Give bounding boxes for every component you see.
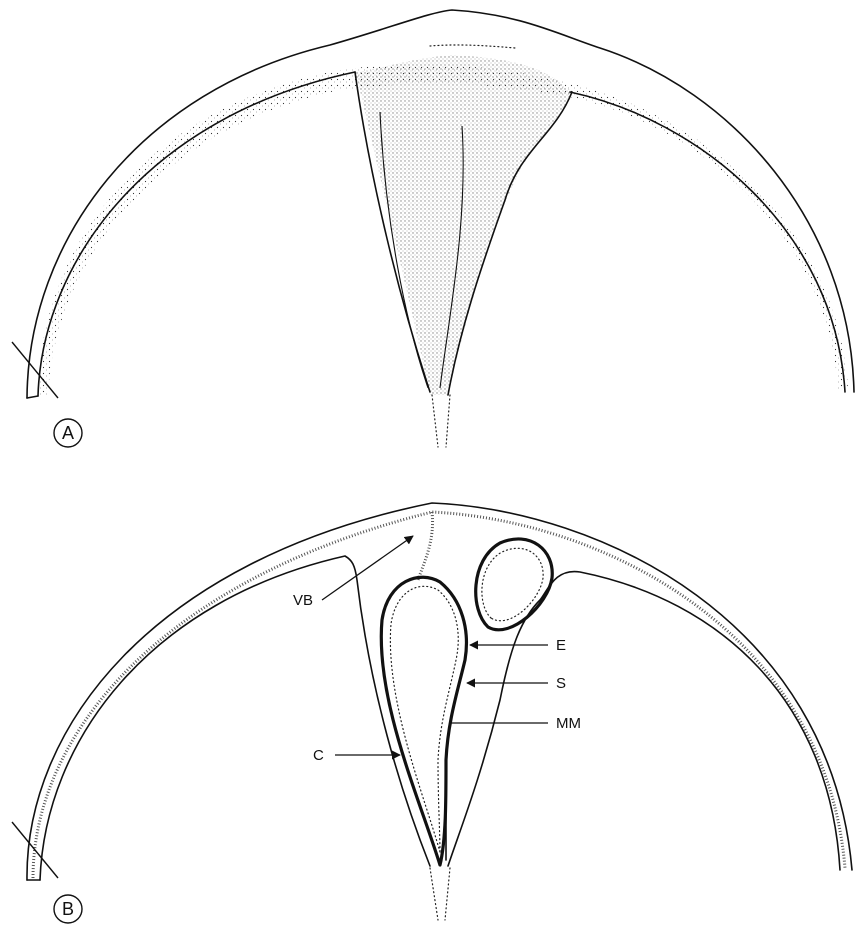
panel-a-wall-end bbox=[27, 396, 38, 398]
panel-a-label: A bbox=[54, 419, 82, 447]
panel-b-wall-inner-left bbox=[40, 556, 430, 880]
panel-b-drawing bbox=[12, 503, 852, 920]
label-vb: VB bbox=[293, 592, 313, 609]
label-mm: MM bbox=[556, 715, 581, 732]
panel-b-annotations: VB E S MM C bbox=[293, 536, 581, 764]
panel-a-dotted-tip-right bbox=[446, 395, 450, 447]
panel-b-label-text: B bbox=[62, 899, 74, 919]
panel-a-label-text: A bbox=[62, 423, 74, 443]
label-c: C bbox=[313, 747, 324, 764]
panel-a-drawing bbox=[12, 10, 854, 447]
panel-b-wall-inner-right bbox=[448, 572, 840, 870]
panel-b-cut-mark bbox=[12, 822, 58, 878]
panel-a-dotted-tip-left bbox=[432, 395, 438, 447]
panel-a-wall-inner-right bbox=[570, 92, 845, 392]
leader-vb bbox=[322, 536, 413, 600]
panel-b-small-sac bbox=[476, 539, 553, 630]
panel-b-large-sac bbox=[381, 577, 466, 865]
label-e: E bbox=[556, 637, 566, 654]
panel-b-dotted-tip-left bbox=[430, 868, 438, 920]
panel-b-dotted-tip-right bbox=[445, 868, 450, 920]
panel-b-label: B bbox=[54, 895, 82, 923]
panel-b-vertical-band bbox=[418, 512, 433, 580]
panel-a-septum-top-dots bbox=[430, 45, 515, 48]
panel-b-large-sac-inner bbox=[390, 586, 458, 852]
label-s: S bbox=[556, 675, 566, 692]
panel-a-septum-fill bbox=[355, 55, 572, 395]
